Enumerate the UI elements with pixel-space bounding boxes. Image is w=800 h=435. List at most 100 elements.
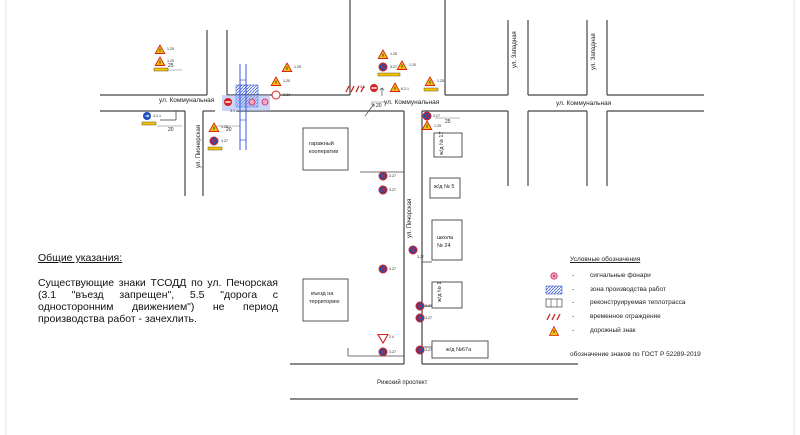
roadworks-sign-icon	[421, 120, 433, 130]
building-label-house-5: ж/д № 5	[434, 184, 455, 190]
yield-sign-icon	[377, 333, 389, 345]
sign-code-label: 1.25	[390, 52, 397, 56]
legend-label: зона производства работ	[590, 285, 666, 293]
street-label-kommunalnaya-left: ул. Коммунальная	[159, 97, 215, 104]
sign-plate	[377, 72, 401, 77]
sign-code-label: 8.2.1	[401, 87, 409, 91]
house-1-building	[431, 281, 463, 309]
work-zone-hatch-icon	[545, 285, 563, 294]
dimension-label-20-b: 20	[226, 127, 232, 133]
sign-code-label: 2.4	[389, 335, 394, 339]
sign-code-label: 4.2.1	[153, 114, 161, 118]
sign-code-label: 3.27	[433, 114, 440, 118]
legend-row-signal-lights: - сигнальные фонари	[540, 271, 740, 285]
sign-code-label: 3.27	[417, 255, 424, 259]
sign-code-label: 3.27	[425, 348, 432, 352]
roadworks-sign-icon	[424, 76, 436, 86]
temporary-fence	[345, 85, 365, 93]
house-17-building	[433, 132, 463, 158]
sign-code-label: 3.27	[389, 267, 396, 271]
notes-text: Существующие знаки ТСОДД по ул. Печорска…	[38, 277, 278, 325]
legend-dash: -	[572, 313, 575, 321]
sign-code-label: 3.24	[283, 93, 290, 97]
street-label-pechorskaya: ул. Печорская	[407, 198, 413, 238]
detour-arrow	[364, 87, 385, 117]
school-24-building	[431, 219, 463, 261]
roadworks-sign-icon	[208, 122, 220, 132]
legend-dash: -	[572, 285, 575, 293]
building-label-school-line1: школа	[437, 235, 454, 241]
sign-code-label: 3.27	[425, 316, 432, 320]
legend-dash: -	[572, 299, 575, 307]
sign-code-label: 1.25	[167, 47, 174, 51]
house-5-building	[429, 177, 461, 199]
sign-code-label: 1.20	[283, 79, 290, 83]
no-parking-sign-icon	[378, 185, 388, 195]
sign-code-label: 3.27	[389, 188, 396, 192]
sign-code-label: 3.27	[390, 65, 397, 69]
signal-light-icon	[550, 272, 558, 280]
sign-plate	[207, 146, 223, 151]
legend-label: сигнальные фонари	[590, 272, 651, 279]
street-label-rizhsky: Рижский проспект	[377, 380, 428, 386]
no-entry-sign-icon	[224, 98, 232, 106]
legend-label: реконструируемая теплотрасса	[590, 299, 686, 307]
work-zone	[222, 64, 270, 150]
legend-label: временное ограждение	[590, 313, 661, 321]
sheet-frame	[5, 0, 795, 435]
sign-code-label: 3.27	[221, 139, 228, 143]
roadworks-sign-icon	[377, 49, 389, 59]
dimension-label-20-c: 20	[376, 103, 382, 109]
sign-code-label: 1.25	[294, 65, 301, 69]
signal-light-right	[261, 98, 269, 106]
no-parking-sign-icon	[408, 245, 418, 255]
sign-code-label: 3.27	[389, 350, 396, 354]
building-label-garage: гаражный кооператив	[309, 141, 339, 155]
legend: Условные обозначения - сигнальные фонари…	[540, 256, 740, 358]
legend-row-work-zone: - зона производства работ	[540, 285, 740, 299]
no-parking-sign-icon	[378, 171, 388, 181]
roadworks-sign-icon	[154, 44, 166, 54]
building-label-driveway-line2: территорию	[309, 299, 340, 305]
buildings	[302, 127, 489, 359]
sign-plate	[153, 67, 169, 72]
roadworks-sign-icon	[281, 62, 293, 72]
dimension-label-25-b: 25	[445, 119, 451, 125]
road-signs: 1.25 1.20 4.2.1 1.25 3.27 3.1 1.20 3.24 1.25 1.25…	[141, 44, 444, 357]
garage-building	[302, 127, 349, 171]
sign-plate	[141, 121, 157, 126]
legend-row-heat-pipe: - реконструируемая теплотрасса	[540, 298, 740, 312]
speed-limit-sign-icon	[271, 90, 281, 100]
dimension-label-25-a: 25	[168, 63, 174, 69]
sign-code-label: 3.27	[425, 304, 432, 308]
legend-label: дорожный знак	[590, 326, 636, 334]
no-parking-sign-icon	[422, 111, 432, 121]
sign-code-label: 1.20	[409, 63, 416, 67]
no-parking-sign-icon	[415, 301, 425, 311]
street-label-kommunalnaya-right: ул. Коммунальная	[556, 100, 612, 107]
street-label-pioneer: ул. Пионерская	[196, 124, 202, 168]
sign-code-label: 1.20	[167, 59, 174, 63]
street-label-kommunalnaya-mid: ул. Коммунальная	[384, 99, 440, 106]
building-label-house-1: ж/д № 1	[437, 281, 443, 302]
no-parking-sign-icon	[209, 136, 219, 146]
sign-code-label: 1.25	[434, 124, 441, 128]
driveway-building	[302, 278, 349, 322]
street-label-zapadnaya-1: ул. Западная	[512, 31, 518, 68]
no-parking-sign-icon	[378, 62, 388, 72]
street-label-zapadnaya-2: ул. Западная	[591, 33, 597, 70]
sign-code-label: 3.1	[230, 109, 235, 113]
sign-code-label: 1.25	[437, 79, 444, 83]
legend-footnote: обозначение знаков по ГОСТ Р 52289-2019	[570, 351, 701, 358]
legend-dash: -	[572, 272, 575, 279]
legend-dash: -	[572, 326, 575, 334]
no-parking-sign-icon	[415, 345, 425, 355]
temporary-fence-icon	[546, 313, 561, 321]
legend-row-road-sign: - дорожный знак	[540, 325, 740, 340]
building-label-driveway-line1: въезд на	[311, 291, 334, 297]
sign-code-label: 1.25	[221, 125, 228, 129]
building-label-school-line2: № 24	[437, 243, 451, 249]
narrowing-sign-icon	[396, 60, 408, 70]
